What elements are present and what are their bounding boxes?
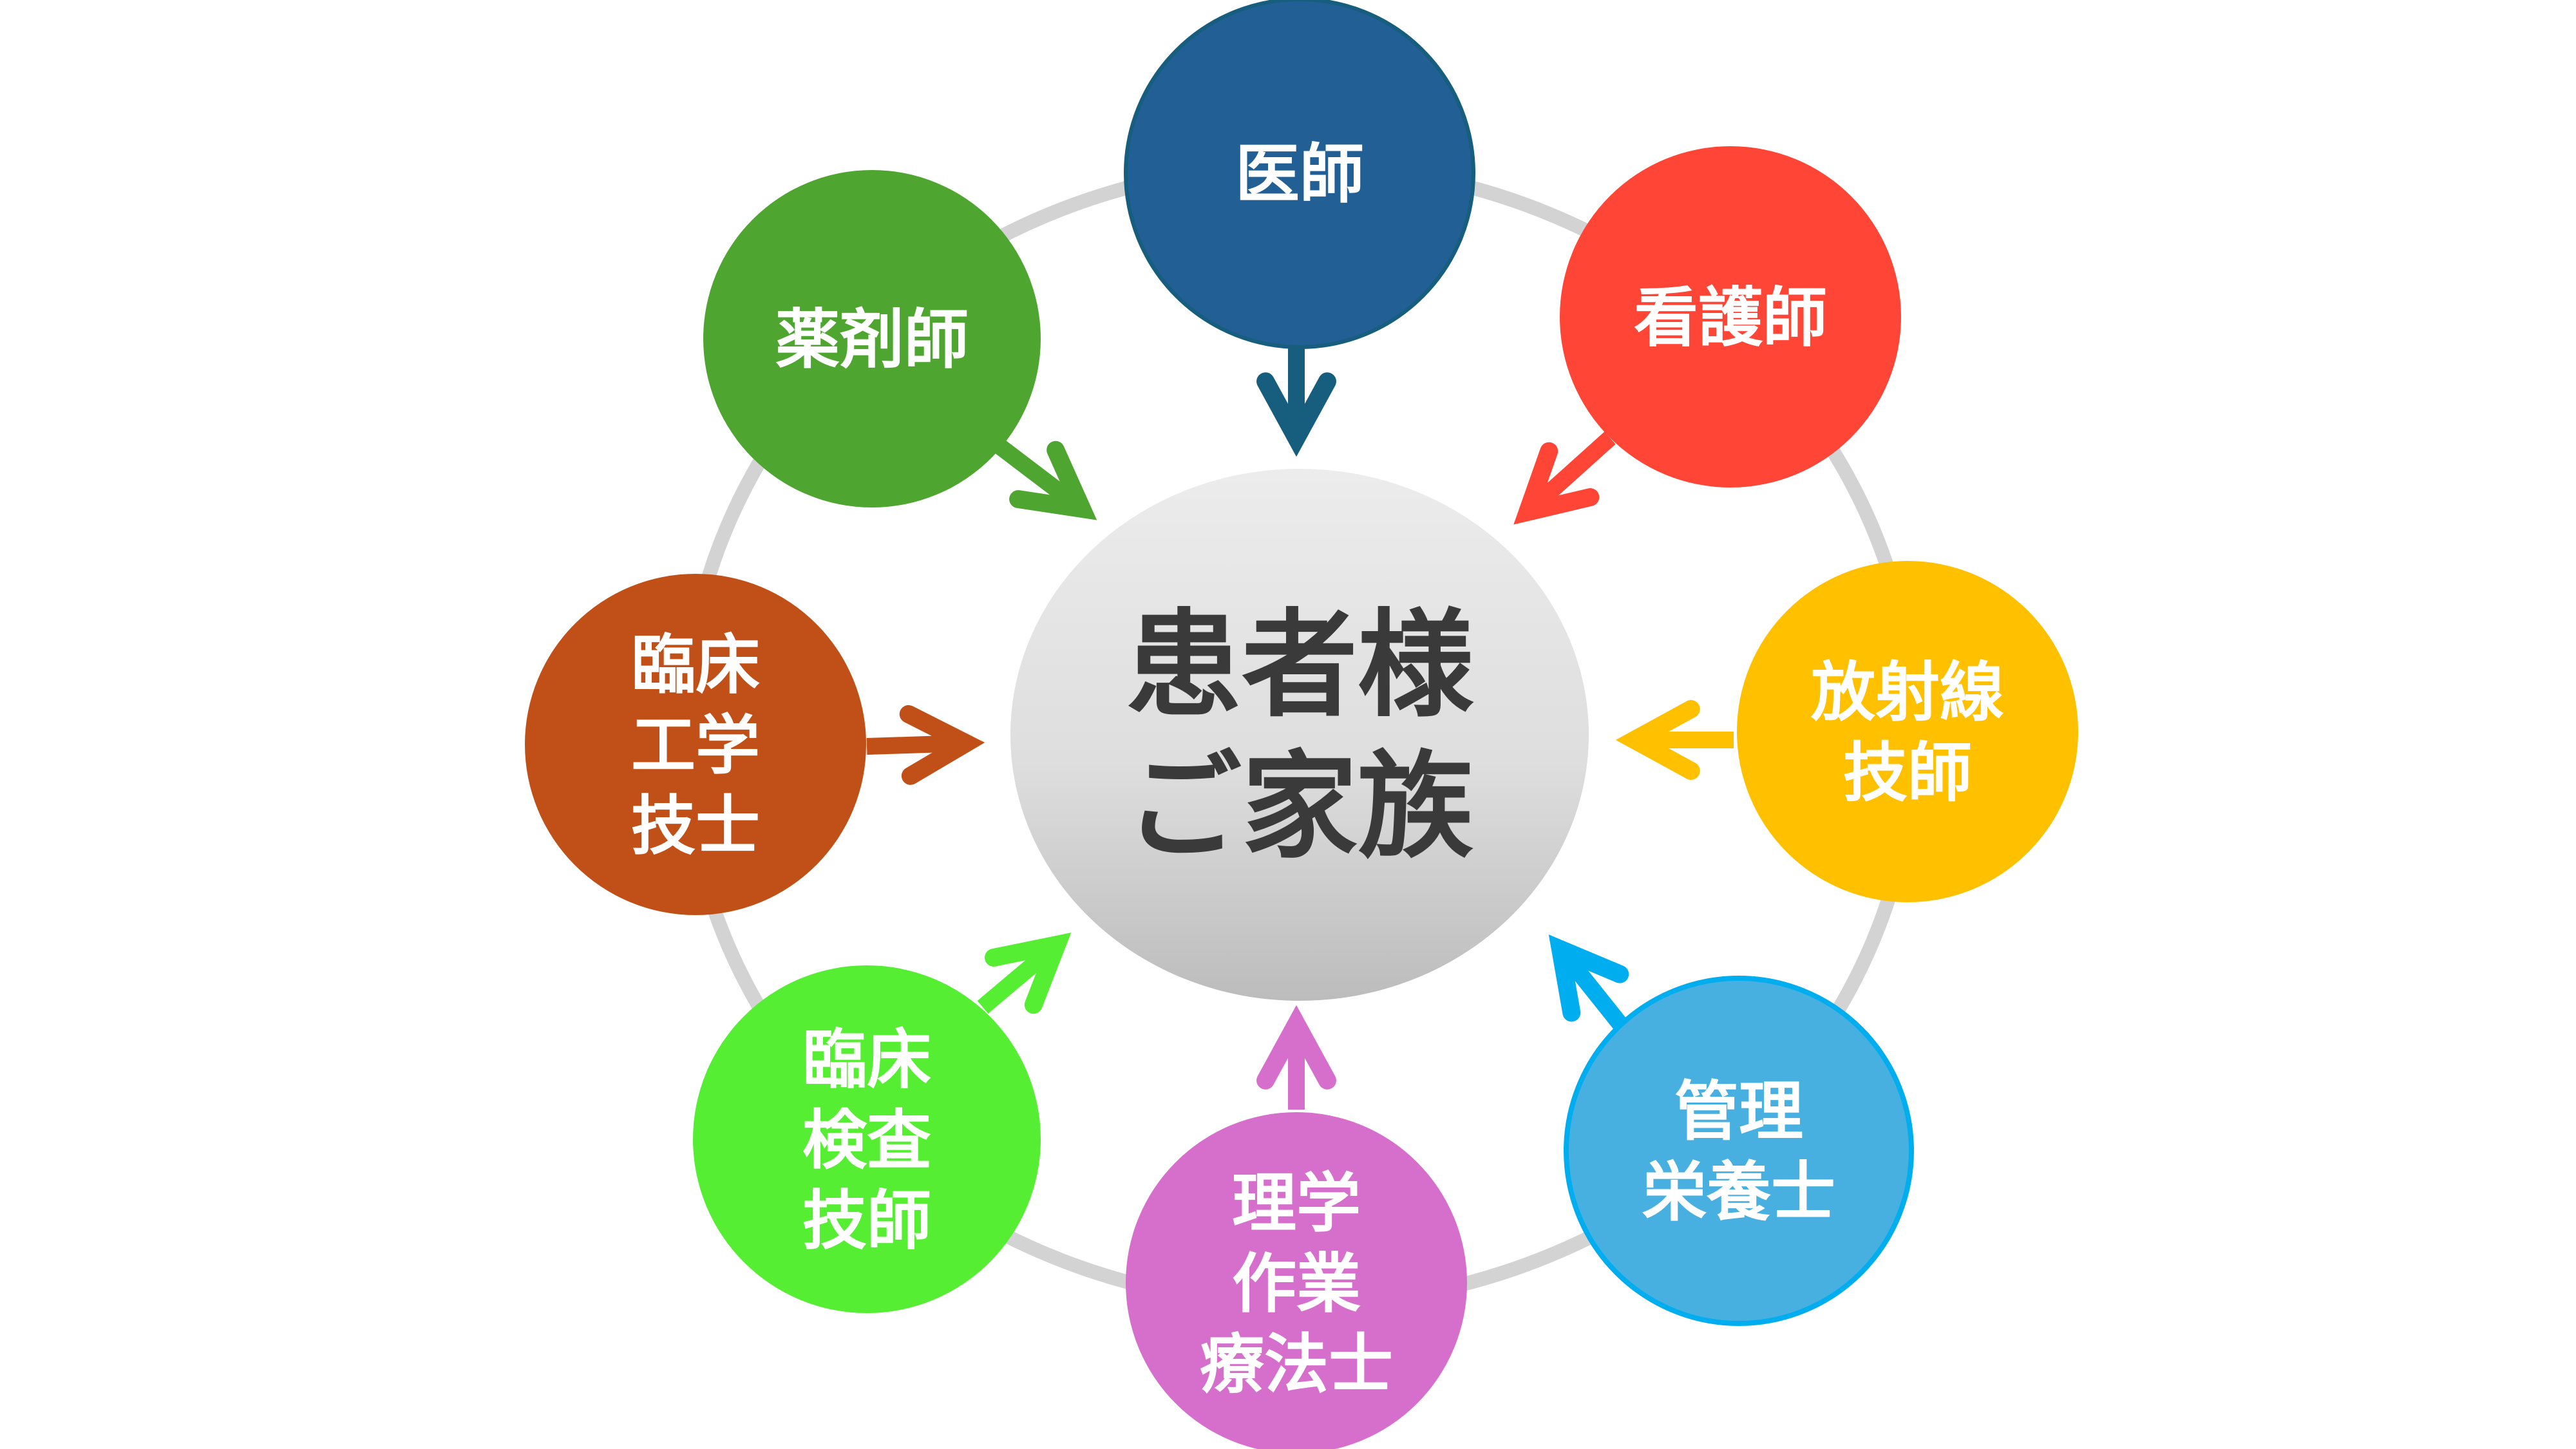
arrow-nurse bbox=[1513, 431, 1616, 525]
arrow-pharmacist bbox=[994, 439, 1097, 520]
node-label-line: 技師 bbox=[1843, 735, 1972, 811]
node-label-line: 管理 bbox=[1674, 1074, 1803, 1150]
center-patient-family bbox=[1010, 469, 1589, 1001]
node-circle bbox=[1560, 146, 1901, 488]
node-circle bbox=[1564, 976, 1914, 1326]
node-label-line: 放射線 bbox=[1811, 655, 2004, 730]
node-label-line: 工学 bbox=[631, 708, 760, 783]
node-label-line: 栄養士 bbox=[1642, 1155, 1835, 1230]
node-circle bbox=[693, 965, 1041, 1313]
node-nurse: 看護師 bbox=[1560, 146, 1901, 488]
node-label-line: 看護師 bbox=[1634, 280, 1827, 355]
node-label-line: 作業 bbox=[1232, 1246, 1361, 1321]
arrow-head bbox=[1615, 700, 1700, 780]
node-label-line: 臨床 bbox=[631, 627, 760, 703]
arrow-clinical-engineer bbox=[866, 705, 985, 785]
node-circle bbox=[1737, 561, 2078, 902]
center-label-line-1: 患者様 bbox=[1126, 598, 1474, 733]
node-doctor: 医師 bbox=[1124, 0, 1475, 349]
node-circle bbox=[1126, 1112, 1467, 1449]
node-circle bbox=[1124, 0, 1475, 349]
node-label-line: 臨床 bbox=[802, 1022, 931, 1097]
arrow-therapist bbox=[1256, 1005, 1336, 1110]
node-label-line: 検査 bbox=[802, 1103, 931, 1178]
arrow-head bbox=[985, 933, 1072, 1014]
arrows bbox=[866, 314, 1734, 1110]
node-label-line: 技士 bbox=[631, 788, 760, 864]
arrow-head bbox=[899, 705, 985, 785]
node-label-line: 理学 bbox=[1232, 1166, 1361, 1241]
arrow-head bbox=[1009, 440, 1097, 520]
arrow-head bbox=[1256, 372, 1336, 457]
node-label-line: 技師 bbox=[802, 1183, 931, 1258]
node-label-line: 医師 bbox=[1235, 137, 1364, 212]
arrow-radiology-technician bbox=[1615, 700, 1734, 780]
node-label-line: 療法士 bbox=[1200, 1327, 1393, 1402]
node-label-line: 薬剤師 bbox=[775, 302, 969, 377]
arrow-dietitian bbox=[1548, 934, 1634, 1038]
center-label-line-2: ご家族 bbox=[1126, 740, 1473, 875]
node-circle bbox=[703, 170, 1041, 507]
arrow-head bbox=[1256, 1005, 1336, 1090]
arrow-lab-technician bbox=[977, 933, 1072, 1014]
arrow-head bbox=[1548, 934, 1629, 1022]
arrow-head bbox=[1513, 442, 1600, 525]
node-pharmacist: 薬剤師 bbox=[703, 170, 1041, 507]
node-circle bbox=[525, 574, 866, 915]
